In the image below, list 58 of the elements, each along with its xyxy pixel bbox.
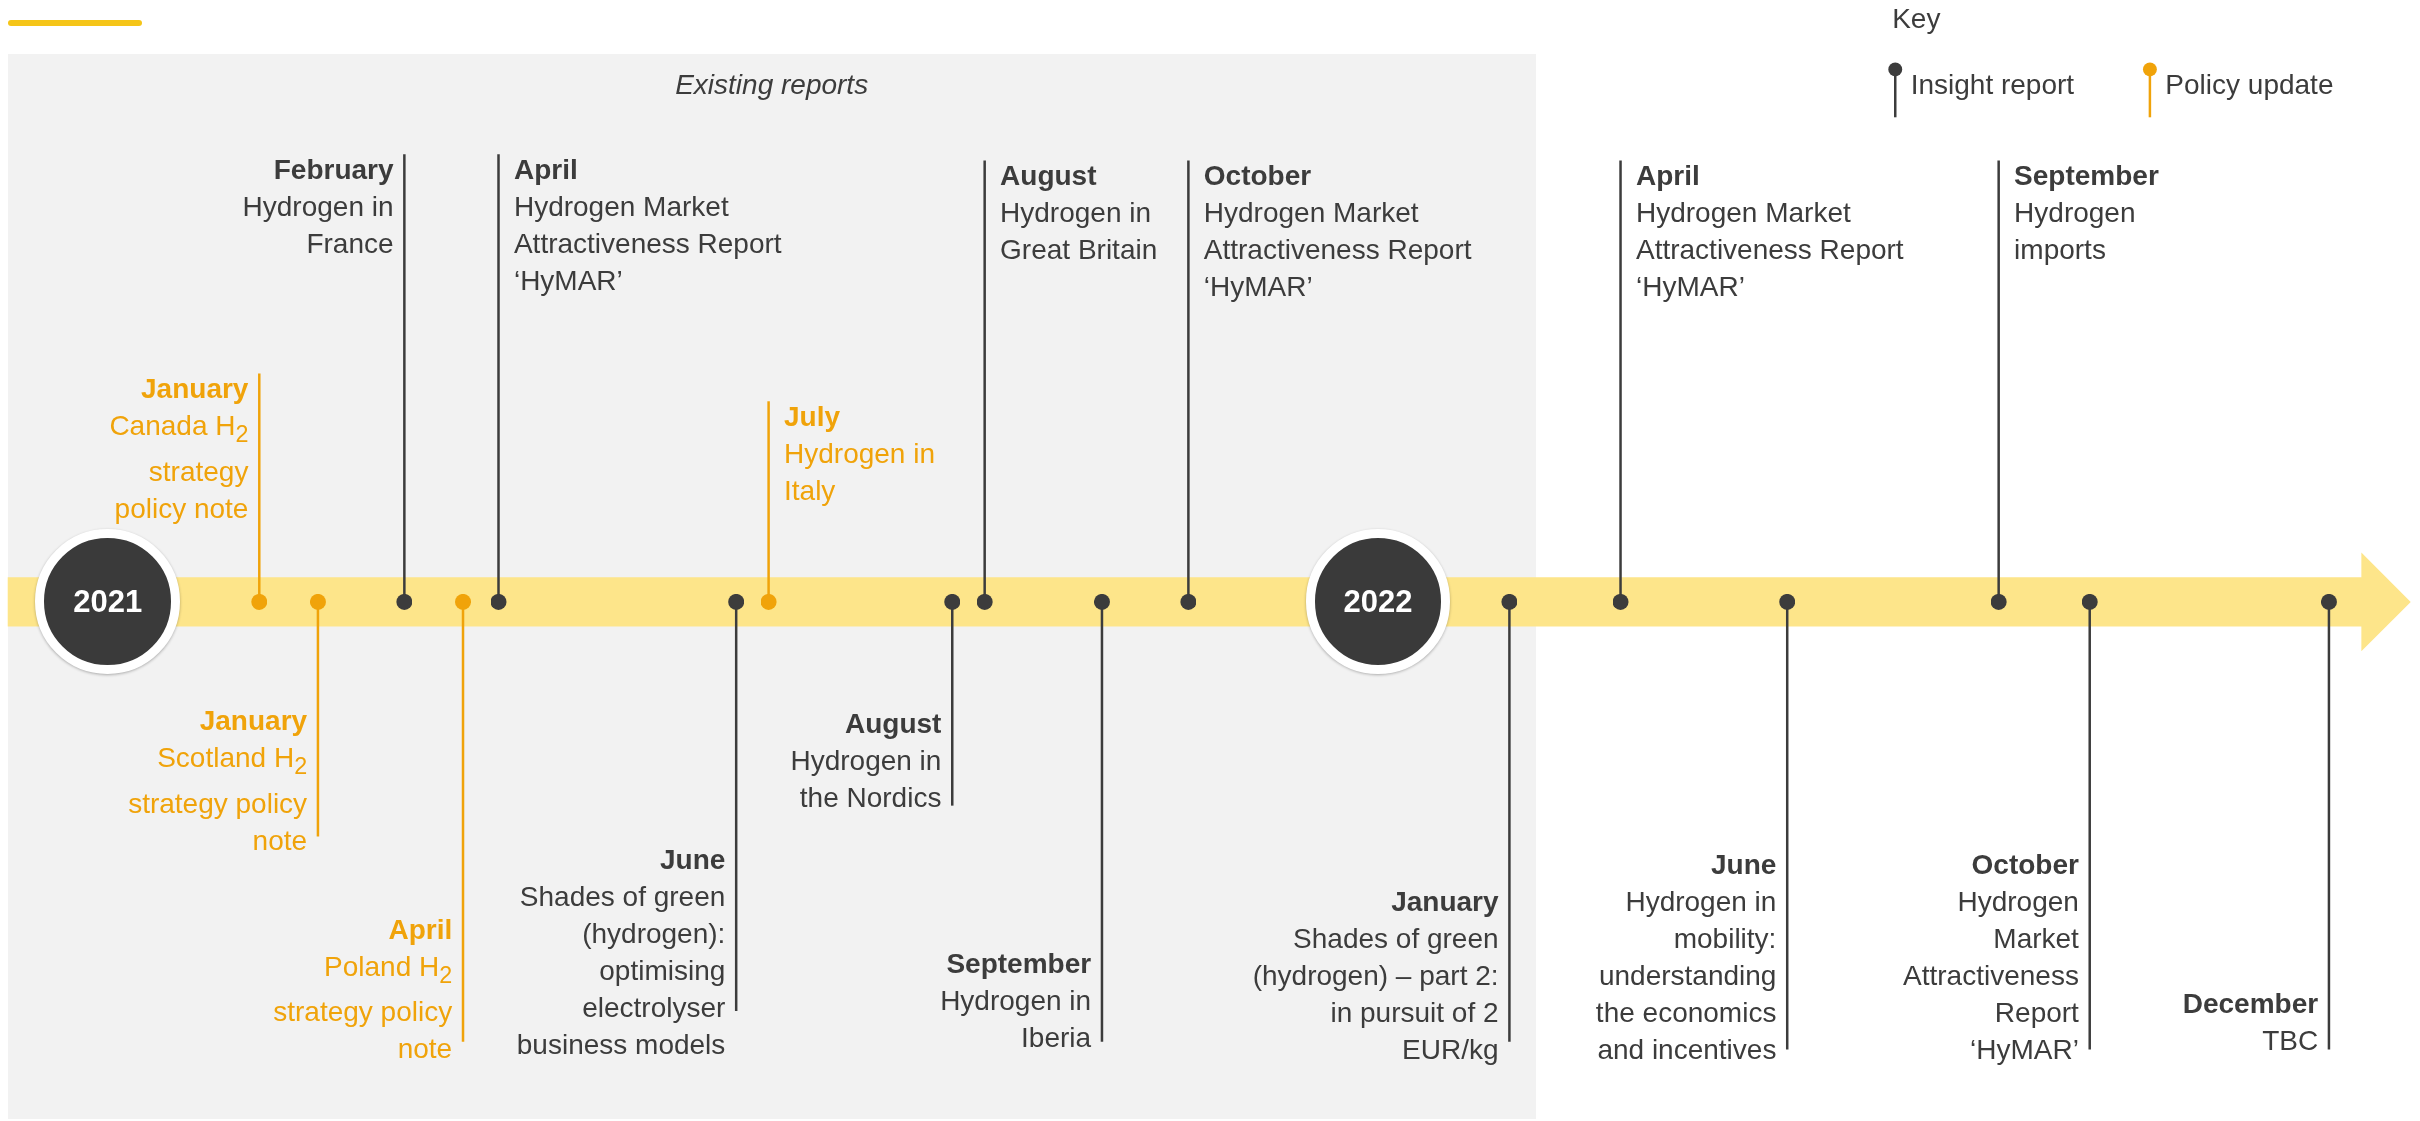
entry-text: Shades of green (hydrogen) – part 2: in pursuit of 2 EUR/kg — [1251, 921, 1499, 1067]
pin-line — [396, 154, 413, 610]
pin-line — [1093, 593, 1110, 1042]
month-label: April — [513, 153, 579, 188]
pin-line — [2081, 593, 2098, 1050]
pin-line — [1779, 593, 1796, 1050]
pin-line — [1180, 160, 1197, 610]
month-label: August — [1000, 159, 1098, 194]
entry-text: Hydrogen in mobility: understanding the economics and incentives — [1594, 884, 1777, 1067]
pin-line — [944, 593, 961, 806]
month-label: October — [1970, 847, 2079, 882]
entry-text: Hydrogen in Italy — [784, 437, 936, 509]
pin-line — [309, 593, 326, 837]
pin-line — [1612, 160, 1629, 610]
entry-text: Hydrogen in Great Britain — [1000, 196, 1159, 268]
pin-line — [976, 160, 993, 610]
entry-text: Hydrogen Market Attractiveness Report ‘HyMAR’ — [1902, 884, 2079, 1067]
pin-line — [2320, 593, 2337, 1050]
entry-text: Hydrogen in Iberia — [939, 983, 1092, 1055]
entry-text: Hydrogen Market Attractiveness Report ‘HyMAR’ — [1203, 196, 1473, 305]
entry-text: Canada H$_{2}$ strategy policy note — [108, 409, 249, 526]
month-label: September — [2014, 159, 2160, 194]
entry-text: Hydrogen Market Attractiveness Report ‘HyMAR’ — [1635, 196, 1905, 305]
pin-line — [728, 593, 745, 1011]
year-circle: 2022 — [1305, 529, 1451, 674]
entry-text: Poland H$_{2}$ strategy policy note — [272, 949, 453, 1067]
year-circle: 2021 — [35, 529, 180, 674]
report-group-panel — [7, 54, 1536, 1119]
month-label: December — [2181, 986, 2319, 1021]
pin-line — [1501, 593, 1518, 1042]
pin-line — [1990, 160, 2007, 610]
entry-text: TBC — [2261, 1023, 2319, 1058]
month-label: January — [140, 372, 249, 407]
month-label: July — [784, 400, 842, 435]
month-label: January — [198, 704, 308, 739]
key-heading: Key — [1892, 3, 1941, 36]
entry-text: Hydrogen Market Attractiveness Report ‘HyMAR’ — [513, 190, 783, 299]
entry-text: Hydrogen in the Nordics — [789, 744, 942, 816]
month-label: June — [659, 843, 726, 878]
legend-label: Policy update — [2165, 69, 2334, 102]
month-label: April — [387, 912, 453, 947]
pin-line — [490, 154, 507, 610]
month-label: February — [272, 153, 394, 188]
month-label: August — [844, 707, 942, 742]
group-title: Existing reports — [674, 69, 870, 102]
month-label: January — [1390, 884, 1499, 919]
pin-line — [760, 401, 777, 610]
entry-text: Shades of green (hydrogen): optimising electrolyser business models — [515, 880, 726, 1063]
month-label: October — [1203, 159, 1313, 194]
entry-text: Hydrogen in France — [241, 190, 394, 262]
entry-text: Hydrogen imports — [2014, 196, 2137, 268]
entry-text: Scotland H$_{2}$ strategy policy note — [127, 741, 308, 858]
pin-line — [251, 373, 268, 610]
month-label: June — [1710, 847, 1777, 882]
pin-line — [455, 593, 471, 1042]
legend-label: Insight report — [1910, 69, 2075, 102]
month-label: April — [1635, 159, 1701, 194]
month-label: September — [945, 946, 1092, 981]
